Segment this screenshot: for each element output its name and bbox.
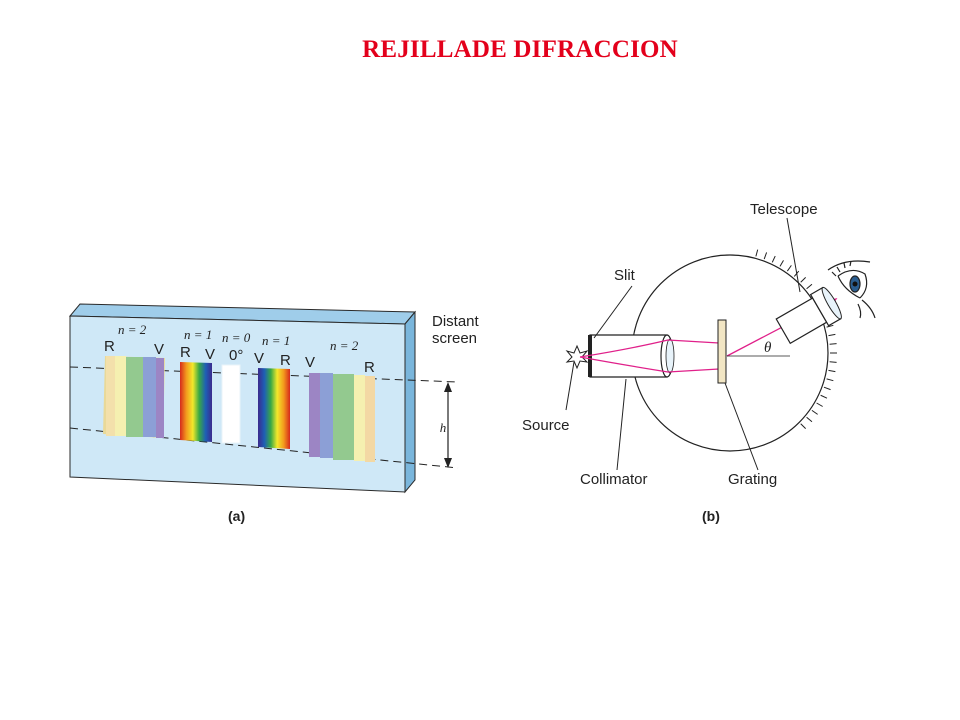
panel-b: Telescope Slit Source Collimator Grating… (522, 201, 876, 524)
scale-tick (806, 283, 813, 290)
band-letter-2: V (154, 341, 164, 358)
band-letter-7: R (280, 352, 291, 369)
order-label-3: n = 0 (222, 330, 251, 345)
scale-tick (800, 276, 807, 283)
scale-tick (755, 249, 759, 257)
slit-label: Slit (614, 267, 636, 284)
theta-label: θ (764, 340, 772, 356)
eye-icon (827, 260, 876, 319)
telescope-label: Telescope (750, 201, 818, 218)
distant-screen-label-2: screen (432, 330, 477, 347)
band-letter-4: V (205, 346, 215, 363)
scale-tick (826, 378, 834, 382)
order-band-right-2 (309, 373, 375, 462)
scale-tick (800, 423, 807, 430)
order-band-left-1 (180, 362, 212, 442)
source-label: Source (522, 417, 570, 434)
order-label-5: n = 2 (330, 338, 359, 353)
source-icon (565, 344, 589, 370)
scale-tick (823, 386, 831, 391)
scale-tick (829, 343, 837, 345)
scale-tick (806, 416, 813, 423)
scale-tick (811, 409, 818, 415)
order-band-right-1 (258, 368, 290, 449)
band-letter-9: R (364, 359, 375, 376)
scale-tick (820, 394, 828, 399)
scale-tick (786, 265, 792, 272)
band-letter-8: V (305, 354, 315, 371)
scale-tick (763, 252, 768, 260)
scale-tick (779, 260, 784, 267)
scale-tick (828, 333, 836, 337)
page-title: REJILLADE DIFRACCION (362, 36, 678, 63)
collimator-label: Collimator (580, 471, 648, 488)
scale-tick (771, 255, 776, 263)
screen-side-face (404, 310, 416, 494)
distant-screen-label-1: Distant (432, 313, 480, 330)
order-label-2: n = 1 (184, 327, 212, 342)
height-label: h (440, 420, 447, 435)
band-letter-5: 0° (229, 347, 243, 364)
order-label-1: n = 2 (118, 322, 147, 337)
band-letter-6: V (254, 350, 264, 367)
caption-a: (a) (228, 508, 245, 524)
collimator (588, 334, 675, 378)
panel-a: h n = 2 n = 1 n = 0 n = 1 n = 2 (68, 303, 480, 524)
grating-label: Grating (728, 471, 777, 488)
order-band-left-2 (103, 356, 165, 438)
scale-tick (828, 369, 836, 373)
band-letter-1: R (104, 338, 115, 355)
band-letter-3: R (180, 344, 191, 361)
caption-b: (b) (702, 508, 720, 524)
order-band-center (221, 364, 241, 444)
grating (717, 319, 727, 384)
order-label-4: n = 1 (262, 333, 290, 348)
telescope (775, 286, 842, 345)
scale-tick (816, 402, 823, 407)
scale-tick (826, 324, 834, 328)
scale-tick (829, 361, 837, 363)
